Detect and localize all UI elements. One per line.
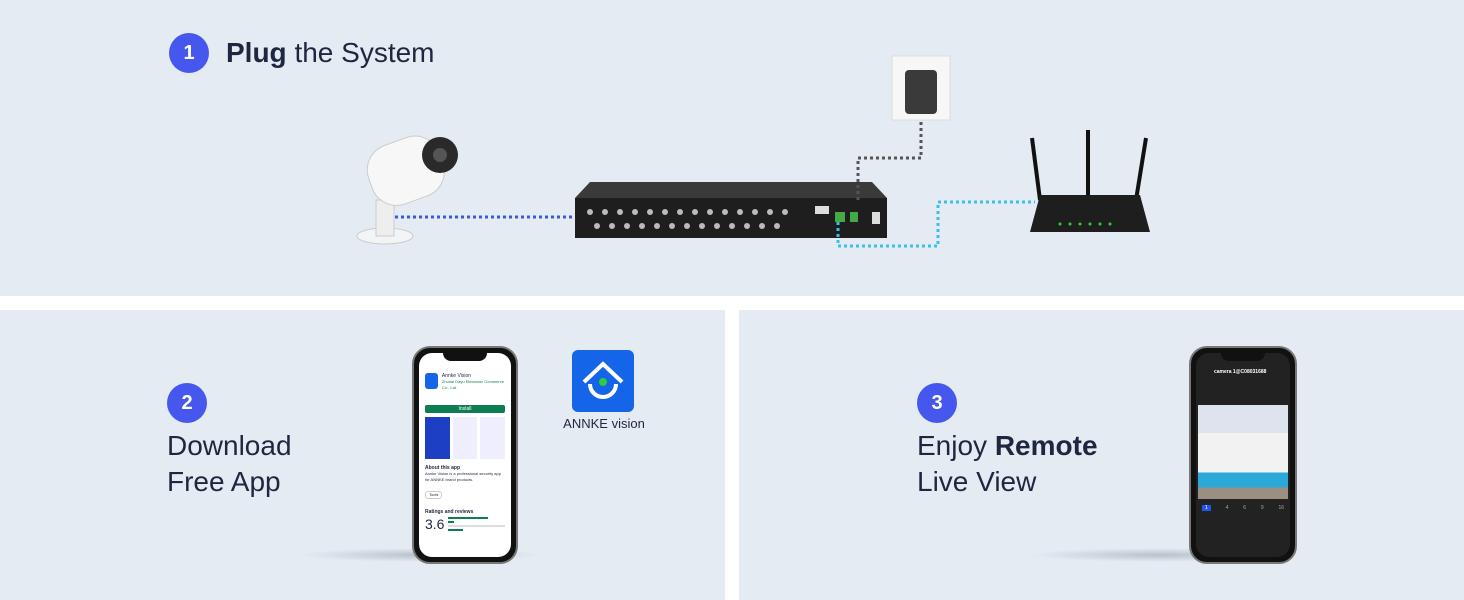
app-icon-small [425, 373, 438, 389]
channel-button[interactable]: 1 [1202, 505, 1211, 511]
network-cable [836, 200, 1035, 248]
install-button[interactable]: Install [425, 405, 505, 413]
annke-vision-app-icon[interactable] [572, 350, 634, 412]
title-bold: Plug [226, 37, 287, 68]
router-icon [1030, 130, 1150, 232]
app-name: Annke Vision [441, 373, 472, 379]
title-line: Download [167, 430, 292, 461]
camera-feed[interactable] [1198, 405, 1288, 499]
title-line: Live View [917, 466, 1037, 497]
channel-button[interactable]: 9 [1260, 505, 1264, 511]
channel-button[interactable]: 16 [1278, 505, 1284, 511]
dvr-recorder-icon [575, 182, 887, 238]
step-number: 2 [167, 383, 207, 423]
channel-button[interactable]: 4 [1225, 505, 1229, 511]
title-plain: Enjoy [917, 430, 995, 461]
app-icon-label: ANNKE vision [563, 416, 645, 431]
title-rest: the System [286, 37, 435, 68]
title-line: Free App [167, 466, 281, 497]
camera-icon [356, 135, 458, 245]
rating-value: 3.6 [425, 516, 445, 532]
category-tag: Tools [425, 491, 443, 499]
power-cable [856, 110, 923, 200]
developer: Zhuhai Dayu Electronic Commerce Co., Ltd… [441, 379, 504, 390]
about-text: Annke Vision is a professional security … [425, 471, 501, 482]
ratings-heading: Ratings and reviews [425, 509, 474, 515]
system-diagram [356, 55, 1150, 248]
camera-title: camera 1@C08031688 [1214, 369, 1267, 375]
live-view-screen: camera 1@C08031688 1 4 6 9 16 [1196, 353, 1290, 557]
live-phone: camera 1@C08031688 1 4 6 9 16 [1189, 346, 1297, 564]
step-title: Plug the System [226, 35, 435, 71]
title-bold: Remote [994, 430, 1098, 461]
channel-button[interactable]: 6 [1243, 505, 1246, 511]
about-heading: About this app [425, 465, 460, 471]
plug-system-panel: 1 Plug the System [0, 0, 1464, 296]
step-number: 1 [169, 33, 209, 73]
step-number: 3 [917, 383, 957, 423]
power-outlet-icon [891, 55, 951, 121]
